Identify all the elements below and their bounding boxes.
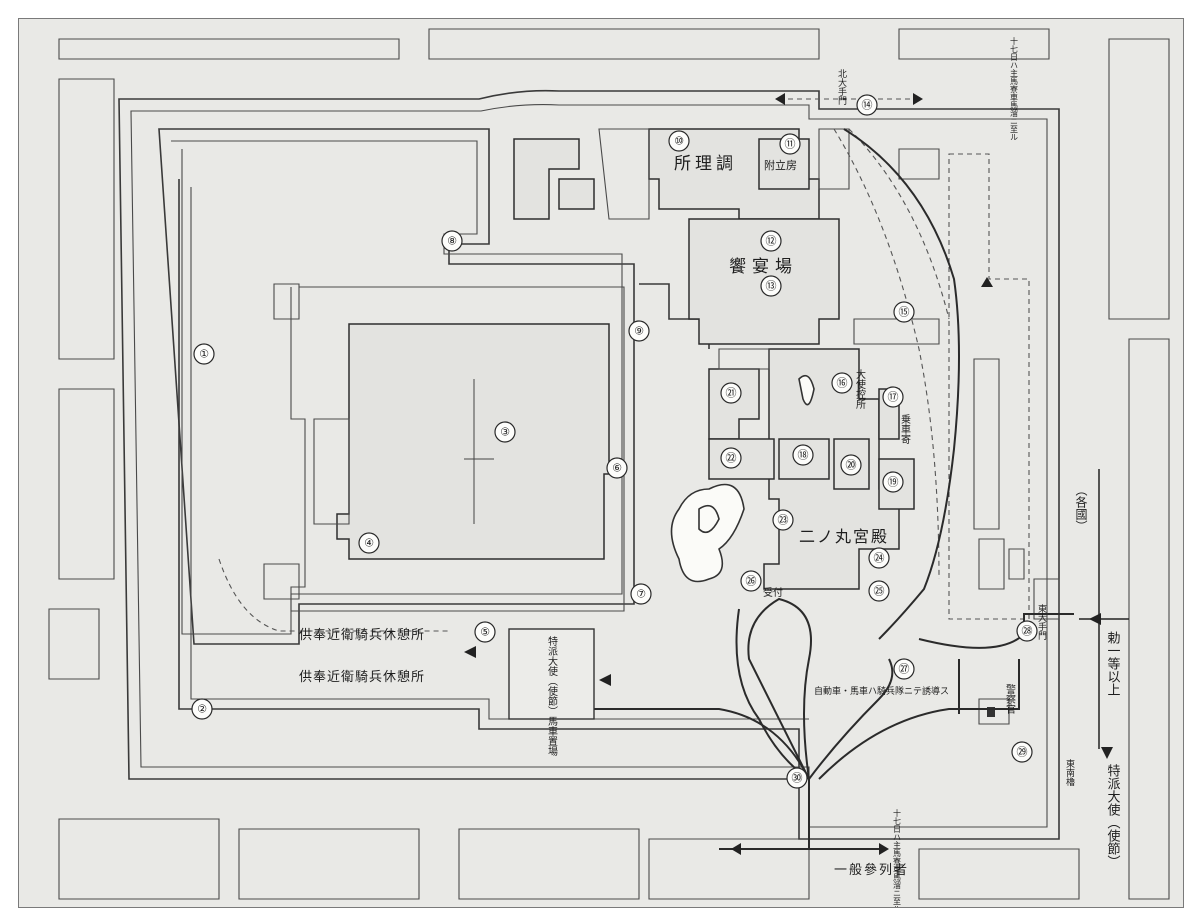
svg-text:㉚: ㉚ xyxy=(792,772,803,785)
marker-9: ⑨ xyxy=(628,320,650,342)
marker-30: ㉚ xyxy=(786,767,808,789)
label-tokuha-parking: 特派大使（使節）馬車置場 xyxy=(546,636,558,757)
marker-19: ⑲ xyxy=(882,471,904,493)
svg-text:㉗: ㉗ xyxy=(899,663,910,676)
honmaru-compound xyxy=(263,283,625,612)
svg-text:㉒: ㉒ xyxy=(726,452,737,465)
marker-18: ⑱ xyxy=(792,444,814,466)
marker-29: ㉙ xyxy=(1011,741,1033,763)
carriage-parking-box xyxy=(508,628,595,720)
marker-15: ⑮ xyxy=(893,301,915,323)
svg-text:㉘: ㉘ xyxy=(1022,625,1033,638)
outer-moat xyxy=(118,89,1060,840)
marker-11: ⑪ xyxy=(779,133,801,155)
svg-text:⑰: ⑰ xyxy=(888,391,899,404)
palace-map: ① ② ③ ④ ⑤ ⑥ ⑦ ⑧ ⑨ ⑩ ⑪ ⑫ ⑬ ⑭ ⑮ ⑯ ⑰ ⑱ ⑲ ⑳ … xyxy=(48,28,1170,907)
svg-text:㉙: ㉙ xyxy=(1017,746,1028,759)
label-kyoushikan: 警察官 xyxy=(1004,683,1016,715)
label-kyouenjo: 饗宴場 xyxy=(729,256,798,277)
svg-text:⑧: ⑧ xyxy=(447,235,457,248)
map-labels: 所理調 附立房 饗宴場 二ノ丸宮殿 供奉近衛騎兵休憩所 供奉近衛騎兵休憩所 受付… xyxy=(299,36,1120,907)
svg-text:⑩: ⑩ xyxy=(674,135,684,148)
marker-16: ⑯ xyxy=(831,372,853,394)
label-higashiote: 東大手門 xyxy=(1036,603,1047,641)
svg-text:①: ① xyxy=(199,348,209,361)
svg-text:②: ② xyxy=(197,703,207,716)
marker-21: ㉑ xyxy=(720,382,742,404)
map-frame: ① ② ③ ④ ⑤ ⑥ ⑦ ⑧ ⑨ ⑩ ⑪ ⑫ ⑬ ⑭ ⑮ ⑯ ⑰ ⑱ ⑲ ⑳ … xyxy=(18,18,1184,908)
label-tokuha-right: 特派大使（使節） xyxy=(1105,764,1121,868)
marker-7: ⑦ xyxy=(630,583,652,605)
svg-text:⑮: ⑮ xyxy=(899,306,910,319)
garden-pond xyxy=(670,483,745,583)
label-jousha: 乗車寄 xyxy=(899,414,911,445)
svg-text:㉔: ㉔ xyxy=(874,552,885,565)
marker-22: ㉒ xyxy=(720,447,742,469)
label-ittou: 勅一等以上 xyxy=(1105,631,1121,696)
svg-text:⑥: ⑥ xyxy=(612,462,622,475)
svg-text:⑨: ⑨ xyxy=(634,325,644,338)
label-kinenkyuu-1: 供奉近衛騎兵休憩所 xyxy=(299,627,425,643)
label-kitaote: 北大手門 xyxy=(836,69,847,106)
arrows xyxy=(464,93,1129,855)
svg-text:⑱: ⑱ xyxy=(798,449,809,462)
marker-1: ① xyxy=(193,343,215,365)
label-chousajo: 所理調 xyxy=(674,154,737,174)
number-markers: ① ② ③ ④ ⑤ ⑥ ⑦ ⑧ ⑨ ⑩ ⑪ ⑫ ⑬ ⑭ ⑮ ⑯ ⑰ ⑱ ⑲ ⑳ … xyxy=(191,94,1038,789)
east-structures xyxy=(948,153,1060,725)
marker-3: ③ xyxy=(494,421,516,443)
marker-4: ④ xyxy=(358,532,380,554)
marker-24: ㉔ xyxy=(868,547,890,569)
svg-text:⑳: ⑳ xyxy=(846,459,857,472)
svg-text:㉑: ㉑ xyxy=(726,387,737,400)
marker-27: ㉗ xyxy=(893,658,915,680)
svg-text:⑤: ⑤ xyxy=(480,626,490,639)
label-ukeuke: 受付 xyxy=(763,586,783,599)
svg-text:㉖: ㉖ xyxy=(746,575,757,588)
marker-5: ⑤ xyxy=(474,621,496,643)
marker-28: ㉘ xyxy=(1016,620,1038,642)
label-ippan: 一般參列者 xyxy=(834,862,909,878)
svg-text:⑬: ⑬ xyxy=(766,280,777,293)
label-kinenkyuu-2: 供奉近衛騎兵休憩所 xyxy=(299,669,425,685)
svg-text:⑫: ⑫ xyxy=(766,235,777,248)
marker-2: ② xyxy=(191,698,213,720)
label-taishi-hikae: 大使控所 xyxy=(854,368,866,410)
label-higashiminami: 東南櫓 xyxy=(1064,758,1075,787)
solid-routes xyxy=(509,128,1074,850)
marker-6: ⑥ xyxy=(606,457,628,479)
svg-text:㉓: ㉓ xyxy=(778,514,789,527)
marker-12: ⑫ xyxy=(760,230,782,252)
svg-text:㉕: ㉕ xyxy=(874,585,885,598)
marker-10: ⑩ xyxy=(668,130,690,152)
label-shidaijou: 自動車・馬車ハ騎兵隊ニテ誘導ス xyxy=(814,685,949,697)
svg-text:④: ④ xyxy=(364,537,374,550)
marker-8: ⑧ xyxy=(441,230,463,252)
svg-text:⑯: ⑯ xyxy=(837,377,848,390)
marker-25: ㉕ xyxy=(868,580,890,602)
marker-17: ⑰ xyxy=(882,386,904,408)
marker-14: ⑭ xyxy=(856,94,878,116)
svg-text:③: ③ xyxy=(500,426,510,439)
svg-text:⑪: ⑪ xyxy=(785,138,796,151)
label-kakkoku: （各國） xyxy=(1074,484,1088,532)
label-juushichi-top: 十七日ハ主馬寮車馬溜ニ至ル xyxy=(1010,36,1019,141)
marker-23: ㉓ xyxy=(772,509,794,531)
street-grid xyxy=(48,28,1170,900)
label-fuzokusho: 附立房 xyxy=(764,158,797,172)
marker-13: ⑬ xyxy=(760,275,782,297)
svg-text:⑦: ⑦ xyxy=(636,588,646,601)
svg-text:⑭: ⑭ xyxy=(862,99,873,112)
marker-26: ㉖ xyxy=(740,570,762,592)
label-ninomaru: 二ノ丸宮殿 xyxy=(799,527,889,546)
label-juushichi-bottom: 十七日ハ主馬寮車馬溜ニ至ル xyxy=(893,808,902,907)
marker-20: ⑳ xyxy=(840,454,862,476)
svg-text:⑲: ⑲ xyxy=(888,476,899,489)
dashed-routes xyxy=(218,98,950,632)
